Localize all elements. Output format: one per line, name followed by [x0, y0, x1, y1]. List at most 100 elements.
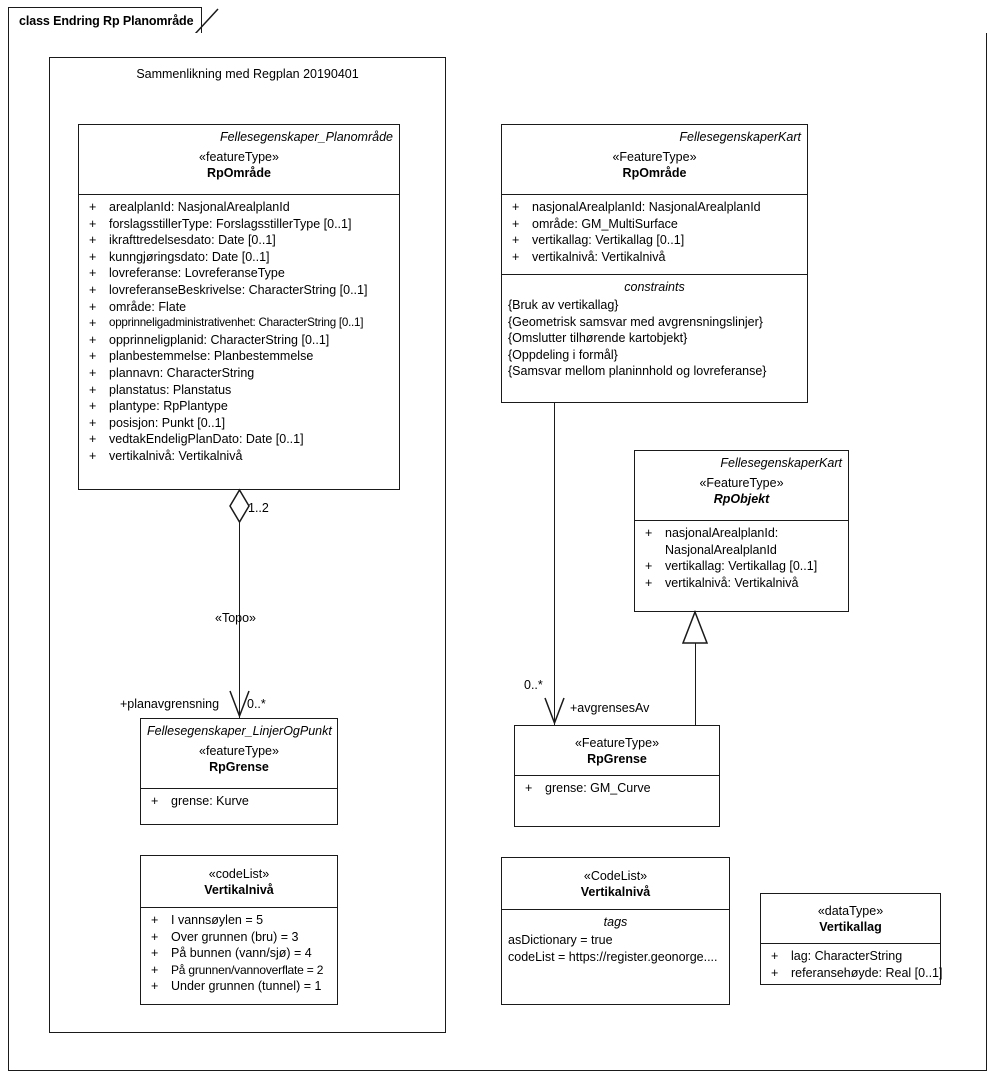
constraint-row: {Samsvar mellom planinnhold og lovrefera…: [508, 364, 767, 379]
attribute-row: + plannavn: CharacterString: [83, 365, 395, 382]
attribute-row: +vertikallag: Vertikallag [0..1]: [506, 232, 803, 249]
attribute-text: grense: GM_Curve: [545, 781, 651, 795]
class-rpomrade-kart[interactable]: FellesegenskaperKart «FeatureType» RpOmr…: [501, 124, 808, 403]
diagram-title-tab: class Endring Rp Planområde: [8, 7, 202, 34]
stereotype-label: «FeatureType»: [612, 150, 697, 164]
attribute-row: +forslagsstillerType: ForslagsstillerTyp…: [83, 216, 395, 233]
attribute-text: lag: CharacterString: [791, 949, 903, 963]
attribute-text: plantype: RpPlantype: [109, 399, 228, 414]
tag-row: asDictionary = true: [508, 933, 613, 947]
attribute-text: opprinneligplanid: CharacterString [0..1…: [109, 332, 330, 347]
class-name-label: RpOmråde: [207, 166, 271, 180]
attribute-text: planbestemmelse: Planbestemmelse: [109, 349, 314, 364]
stereotype-label: «featureType»: [199, 150, 279, 164]
visibility-marker: +: [151, 913, 159, 927]
visibility-marker: +: [512, 216, 520, 231]
class-vertikalniva-codelist-left[interactable]: «codeList» Vertikalnivå +I vannsøylen = …: [140, 855, 338, 1005]
visibility-marker: +: [89, 249, 97, 264]
class-name-label: Vertikalnivå: [580, 885, 651, 899]
package-path-label: Fellesegenskaper_Planområde: [219, 130, 393, 144]
attributes-compartment: + nasjonalArealplanId: NasjonalArealplanI…: [635, 521, 848, 597]
constraint-row: {Oppdeling i formål}: [508, 347, 618, 362]
attribute-text: lovreferanse: LovreferanseType: [109, 266, 285, 281]
generalization-triangle: [681, 609, 709, 644]
visibility-marker: +: [89, 382, 97, 397]
visibility-marker: +: [89, 399, 97, 414]
stereotype-label: «FeatureType»: [699, 476, 784, 490]
visibility-marker: +: [771, 949, 779, 963]
attribute-text: vertikallag: Vertikallag [0..1]: [665, 559, 818, 574]
attribute-text: nasjonalArealplanId: NasjonalArealplanId: [665, 526, 779, 557]
class-name-label: Vertikallag: [819, 920, 882, 934]
attribute-row: + lag: CharacterString: [765, 948, 936, 965]
attribute-text: grense: Kurve: [171, 794, 249, 808]
visibility-marker: +: [89, 349, 97, 364]
attribute-row: +grense: Kurve: [145, 793, 333, 810]
tags-compartment: tags asDictionary = true codeList = http…: [502, 910, 729, 971]
class-name-label: RpGrense: [587, 752, 647, 766]
visibility-marker: +: [512, 200, 520, 214]
class-rpgrense-kart[interactable]: «FeatureType» RpGrense + grense: GM_Curve: [514, 725, 720, 827]
visibility-marker: +: [512, 249, 520, 264]
attribute-text: område: Flate: [109, 299, 187, 314]
visibility-marker: +: [89, 432, 97, 447]
tags-label: tags: [603, 915, 628, 929]
attribute-row: +vedtakEndeligPlanDato: Date [0..1]: [83, 431, 395, 448]
attributes-compartment: + grense: GM_Curve: [515, 776, 719, 803]
attribute-row: +På grunnen/vannoverflate = 2: [145, 962, 333, 979]
class-name-label: RpGrense: [209, 760, 269, 774]
visibility-marker: +: [89, 233, 97, 248]
class-header: Fellesegenskaper_Planområde «featureType…: [79, 125, 399, 195]
class-header: Fellesegenskaper_LinjerOgPunkt «featureT…: [141, 719, 337, 789]
visibility-marker: +: [151, 929, 159, 944]
class-rpgrense-linjerogpunkt[interactable]: Fellesegenskaper_LinjerOgPunkt «featureT…: [140, 718, 338, 825]
attribute-text: planstatus: Planstatus: [109, 382, 232, 397]
visibility-marker: +: [89, 200, 97, 214]
constraint-row: {Bruk av vertikallag}: [508, 298, 619, 312]
visibility-marker: +: [151, 946, 159, 961]
class-rpobjekt[interactable]: FellesegenskaperKart «FeatureType» RpObj…: [634, 450, 849, 612]
package-path-label: FellesegenskaperKart: [720, 456, 842, 470]
attribute-row: + grense: GM_Curve: [519, 780, 715, 797]
diagram-title: class Endring Rp Planområde: [19, 14, 194, 28]
attribute-row: + posisjon: Punkt [0..1]: [83, 415, 395, 432]
class-name-label: Vertikalnivå: [204, 883, 274, 897]
class-vertikallag-datatype[interactable]: «dataType» Vertikallag +lag: CharacterSt…: [760, 893, 942, 985]
source-multiplicity-label: 0..*: [524, 678, 543, 692]
attribute-row: + planstatus: Planstatus: [83, 382, 395, 399]
attribute-row: +kunngjøringsdato: Date [0..1]: [83, 249, 395, 266]
open-arrowhead-down: [229, 690, 250, 719]
constraints-compartment: constraints {Bruk av vertikallag} {Geome…: [502, 274, 807, 386]
association-stereotype-label: «Topo»: [215, 611, 257, 625]
attribute-text: vertikalnivå: Vertikalnivå: [109, 448, 243, 463]
package-path-label: Fellesegenskaper_LinjerOgPunkt: [147, 724, 332, 738]
class-header: «FeatureType» RpGrense: [515, 726, 719, 776]
visibility-marker: +: [89, 415, 97, 430]
attributes-compartment: + arealplanId: NasjonalArealplanId +forsl…: [79, 195, 399, 471]
attribute-text: posisjon: Punkt [0..1]: [109, 415, 226, 430]
attribute-row: +opprinneligadministrativenhet: Characte…: [83, 315, 395, 332]
attribute-text: plannavn: CharacterString: [109, 365, 255, 380]
attribute-text: område: GM_MultiSurface: [532, 216, 678, 231]
attribute-text: arealplanId: NasjonalArealplanId: [109, 200, 290, 214]
attribute-text: ikrafttredelsesdato: Date [0..1]: [109, 233, 276, 248]
visibility-marker: +: [151, 979, 159, 994]
visibility-marker: +: [525, 781, 533, 795]
attribute-text: Over grunnen (bru) = 3: [171, 929, 299, 944]
attribute-row: +I vannsøylen = 5: [145, 912, 333, 929]
attribute-text: nasjonalArealplanId: NasjonalArealplanId: [532, 200, 761, 214]
title-tab-slant-corner: [194, 8, 219, 35]
open-arrowhead-down: [544, 697, 565, 726]
tag-row: codeList = https://register.geonorge....: [508, 949, 718, 964]
class-rpomrade-planomrade[interactable]: Fellesegenskaper_Planområde «featureType…: [78, 124, 400, 490]
visibility-marker: +: [89, 365, 97, 380]
attribute-text: vertikalnivå: Vertikalnivå: [532, 249, 666, 264]
avgrenses-association-line: [554, 403, 555, 725]
attribute-row: +På bunnen (vann/sjø) = 4: [145, 945, 333, 962]
visibility-marker: +: [645, 575, 653, 590]
class-vertikalniva-codelist-right[interactable]: «CodeList» Vertikalnivå tags asDictionar…: [501, 857, 730, 1005]
attribute-row: +opprinneligplanid: CharacterString [0..…: [83, 332, 395, 349]
visibility-marker: +: [645, 559, 653, 574]
attribute-row: + vertikalnivå: Vertikalnivå: [506, 249, 803, 266]
